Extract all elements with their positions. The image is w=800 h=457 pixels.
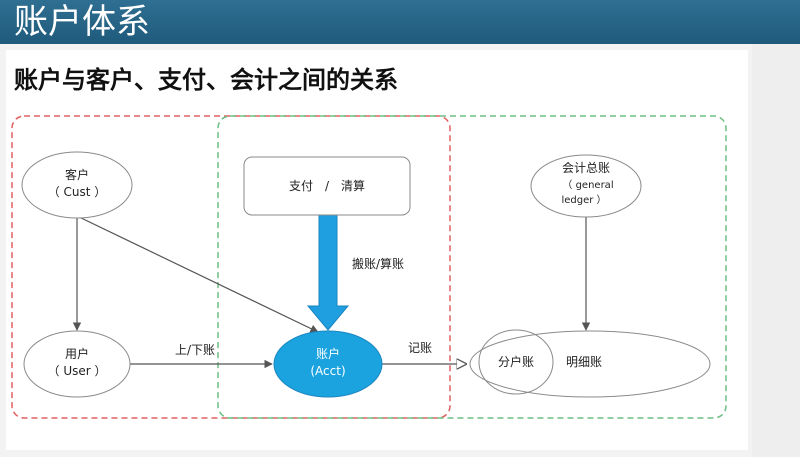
user-label-line1: 用户 [65, 346, 89, 361]
gl-node [530, 154, 642, 218]
customer-label-line1: 客户 [65, 167, 89, 182]
green-group-box [217, 115, 727, 419]
slide-subtitle: 账户与客户、支付、会计之间的关系 [14, 66, 398, 94]
sub-account-label: 分户账 [498, 354, 534, 369]
gl-label-line2: （ general [562, 179, 613, 191]
payment-arrow [306, 214, 350, 331]
edge-label-payment-to-account: 搬账/算账 [352, 256, 404, 271]
header-bar: 账户体系 [0, 0, 800, 44]
account-label-line2: (Acct) [310, 364, 345, 378]
payment-label: 支付 / 清算 [289, 178, 365, 193]
user-node [23, 330, 131, 398]
right-margin [752, 44, 800, 457]
edge-label-user-to-account: 上/下账 [175, 343, 215, 357]
payment-node [243, 156, 411, 216]
customer-node [21, 151, 133, 219]
account-label-line1: 账户 [316, 346, 340, 361]
sub-account-node [478, 329, 554, 395]
user-label-line2: （ User ） [48, 364, 107, 378]
gl-label-line3: ledger ） [561, 194, 606, 206]
red-group-box [11, 115, 451, 419]
page-title: 账户体系 [14, 2, 150, 42]
detail-ledger-node [469, 330, 711, 398]
gl-label-line1: 会计总账 [562, 161, 610, 175]
edge-label-account-to-ledger: 记账 [408, 341, 432, 355]
edge-customer-to-account [76, 215, 319, 333]
detail-ledger-label: 明细账 [566, 355, 602, 369]
customer-label-line2: （ Cust ） [48, 185, 107, 199]
account-node [273, 330, 383, 398]
